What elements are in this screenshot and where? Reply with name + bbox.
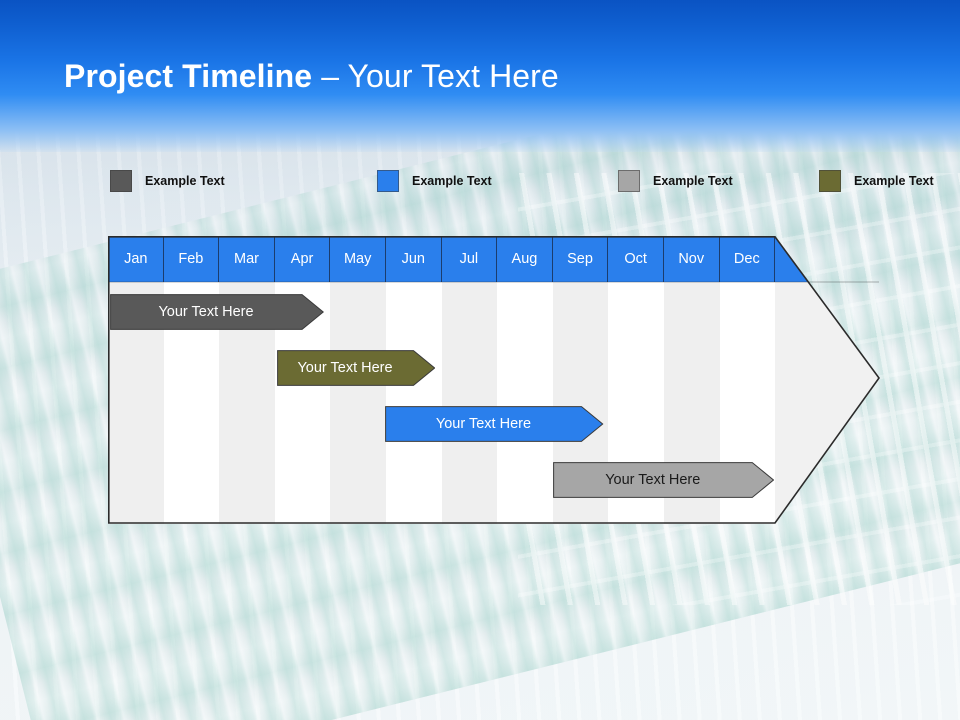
legend-label: Example Text (653, 174, 733, 188)
grid-column-aug (497, 282, 553, 524)
month-header-oct[interactable]: Oct (608, 236, 664, 282)
task-bar-3[interactable]: Your Text Here (385, 406, 604, 442)
legend-label: Example Text (412, 174, 492, 188)
month-header-dec[interactable]: Dec (719, 236, 776, 282)
month-header-apr[interactable]: Apr (274, 236, 331, 282)
page-title-bold: Project Timeline (64, 58, 313, 94)
month-header-aug[interactable]: Aug (497, 236, 553, 282)
legend-item-2[interactable]: Example Text (377, 170, 492, 192)
page-title: Project Timeline – Your Text Here (64, 58, 559, 95)
legend-item-1[interactable]: Example Text (110, 170, 225, 192)
legend-swatch-icon (110, 170, 132, 192)
task-bar-arrow-icon (553, 462, 775, 498)
legend-label: Example Text (854, 174, 934, 188)
month-header-feb[interactable]: Feb (163, 236, 220, 282)
task-bar-2[interactable]: Your Text Here (276, 350, 436, 386)
month-header-may[interactable]: May (330, 236, 386, 282)
month-header-jun[interactable]: Jun (385, 236, 442, 282)
page-title-rest: – Your Text Here (321, 58, 559, 94)
month-header-sep[interactable]: Sep (552, 236, 609, 282)
legend-item-4[interactable]: Example Text (819, 170, 934, 192)
month-header-nov[interactable]: Nov (663, 236, 720, 282)
legend-swatch-icon (377, 170, 399, 192)
grid-column-jul (441, 282, 498, 524)
legend: Example Text Example Text Example Text E… (110, 170, 934, 194)
task-bar-1[interactable]: Your Text Here (110, 294, 325, 330)
month-header-jan[interactable]: Jan (108, 236, 164, 282)
month-header-jul[interactable]: Jul (441, 236, 498, 282)
task-bar-4[interactable]: Your Text Here (553, 462, 775, 498)
grid-column-jun (385, 282, 442, 524)
task-bar-arrow-icon (385, 406, 604, 442)
month-header-arrow-tip (775, 236, 880, 282)
legend-item-3[interactable]: Example Text (618, 170, 733, 192)
task-bar-arrow-icon (110, 294, 325, 330)
legend-label: Example Text (145, 174, 225, 188)
legend-swatch-icon (819, 170, 841, 192)
grid-column-may (330, 282, 386, 524)
task-bar-arrow-icon (276, 350, 436, 386)
month-header-mar[interactable]: Mar (219, 236, 275, 282)
legend-swatch-icon (618, 170, 640, 192)
header-band (0, 0, 960, 152)
